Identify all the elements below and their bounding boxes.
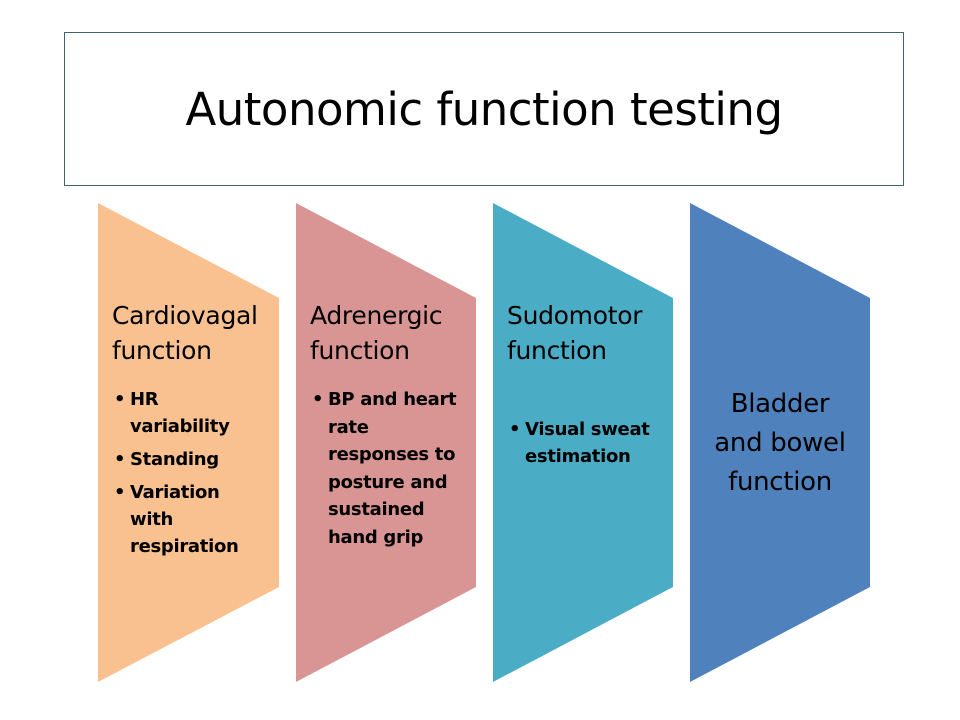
heading-line: function	[310, 336, 410, 365]
panel-adrenergic: Adrenergic function • BP and heart rate …	[310, 298, 475, 557]
panel-cardiovagal: Cardiovagal function • HR variability • …	[112, 298, 277, 566]
list-item-text: HR variability	[130, 389, 230, 437]
heading-line: Sudomotor	[507, 301, 643, 330]
bullet-list: • BP and heart rate responses to posture…	[310, 386, 475, 551]
panel-bladder-bowel: Bladder and bowel function	[690, 385, 870, 502]
panel-heading: Bladder and bowel function	[690, 385, 870, 502]
heading-line: function	[507, 336, 607, 365]
list-item: • Standing	[112, 446, 277, 473]
heading-line: function	[728, 467, 832, 497]
list-item-text: Visual sweat estimation	[525, 419, 650, 467]
bullet-list: • HR variability • Standing • Variation …	[112, 386, 277, 560]
list-item: • BP and heart rate responses to posture…	[310, 386, 466, 551]
panel-heading: Cardiovagal function	[112, 298, 277, 368]
bullet-icon: •	[114, 389, 126, 410]
list-item-text: Variation with respiration	[130, 482, 239, 557]
panel-sudomotor: Sudomotor function • Visual sweat estima…	[507, 298, 672, 476]
bullet-icon: •	[312, 389, 324, 410]
heading-line: and bowel	[714, 428, 846, 458]
panel-heading: Adrenergic function	[310, 298, 475, 368]
chevron-bladder-bowel	[690, 203, 870, 682]
bullet-icon: •	[114, 449, 126, 470]
chevron-sudomotor	[493, 203, 673, 682]
title-box: Autonomic function testing	[64, 32, 904, 186]
heading-line: Bladder	[730, 389, 830, 419]
panel-heading: Sudomotor function	[507, 298, 672, 368]
diagram-title: Autonomic function testing	[185, 82, 783, 136]
heading-line: Cardiovagal	[112, 301, 258, 330]
heading-line: Adrenergic	[310, 301, 443, 330]
list-item: • Visual sweat estimation	[507, 416, 665, 470]
bullet-icon: •	[509, 419, 521, 440]
list-item-text: BP and heart rate responses to posture a…	[328, 389, 457, 548]
bullet-list: • Visual sweat estimation	[507, 416, 672, 470]
list-item: • Variation with respiration	[112, 479, 240, 560]
bullet-icon: •	[114, 482, 126, 503]
chevron-adrenergic	[296, 203, 476, 682]
list-item-text: Standing	[130, 449, 219, 470]
heading-line: function	[112, 336, 212, 365]
chevron-cardiovagal	[98, 203, 279, 682]
list-item: • HR variability	[112, 386, 240, 440]
